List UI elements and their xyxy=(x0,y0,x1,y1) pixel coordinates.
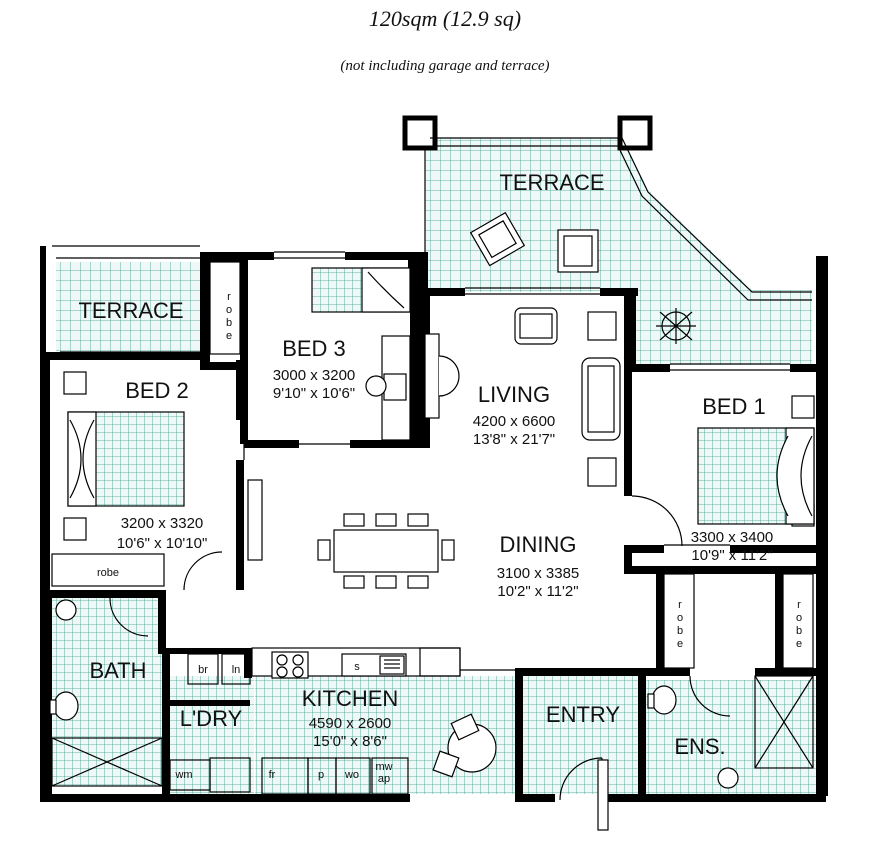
svg-text:b: b xyxy=(677,625,683,637)
entry-label: ENTRY xyxy=(546,702,620,727)
bed-1-imperial: 10'9" x 11'2" xyxy=(691,547,772,564)
robe-bed-1-left-label: r o b e xyxy=(677,599,683,650)
svg-text:o: o xyxy=(226,304,232,316)
bed-1-furniture xyxy=(697,395,815,527)
living-furniture xyxy=(424,307,621,487)
svg-text:e: e xyxy=(796,638,802,650)
living-imperial: 13'8" x 21'7" xyxy=(473,431,555,448)
dining-label: DINING xyxy=(500,532,577,557)
bed-1-label: BED 1 xyxy=(702,394,766,419)
bath-floor xyxy=(52,596,162,786)
svg-text:e: e xyxy=(677,638,683,650)
window-outlines xyxy=(51,137,814,831)
wall-oven-label: wo xyxy=(344,769,359,781)
terrace-main-label: TERRACE xyxy=(499,170,604,195)
svg-text:b: b xyxy=(226,317,232,329)
appliance-label: ap xyxy=(378,773,390,785)
fridge-label: fr xyxy=(269,769,276,781)
pantry-label: p xyxy=(318,769,324,781)
fixture-labels: robe r o b e r o b e r o b e br ln s wm … xyxy=(97,291,802,785)
svg-text:r: r xyxy=(678,599,682,611)
entry-floor xyxy=(520,676,638,794)
svg-text:o: o xyxy=(796,612,802,624)
bed-3-metric: 3000 x 3200 xyxy=(273,367,356,384)
bed-1-metric: 3300 x 3400 xyxy=(691,529,774,546)
laundry-label: L'DRY xyxy=(180,706,243,731)
sink-label: s xyxy=(354,661,360,673)
bed-3-label: BED 3 xyxy=(282,336,346,361)
terrace-side-floor xyxy=(56,262,202,352)
kitchen-metric: 4590 x 2600 xyxy=(309,715,392,732)
bed-2-metric: 3200 x 3320 xyxy=(121,515,204,532)
bed-2-imperial: 10'6" x 10'10" xyxy=(117,535,208,552)
svg-text:e: e xyxy=(226,330,232,342)
broom-label: br xyxy=(198,664,208,676)
bed-3-furniture xyxy=(311,267,411,441)
microwave-label: mw xyxy=(375,761,392,773)
bathroom-fixtures xyxy=(49,599,739,789)
svg-text:b: b xyxy=(796,625,802,637)
terrace-furniture xyxy=(469,211,696,344)
robe-bed-3-label: r o b e xyxy=(226,291,232,342)
living-metric: 4200 x 6600 xyxy=(473,413,556,430)
floor-area-title: 120sqm (12.9 sq) xyxy=(368,6,522,31)
ensuite-label: ENS. xyxy=(674,734,725,759)
kitchen-label: KITCHEN xyxy=(302,686,399,711)
living-label: LIVING xyxy=(478,382,550,407)
svg-text:r: r xyxy=(797,599,801,611)
dining-furniture xyxy=(317,513,455,589)
furniture xyxy=(49,211,815,789)
bed-2-furniture xyxy=(63,371,185,541)
svg-text:o: o xyxy=(677,612,683,624)
washing-machine-label: wm xyxy=(174,769,192,781)
dining-imperial: 10'2" x 11'2" xyxy=(497,583,578,600)
terrace-main-floor xyxy=(425,138,812,365)
bed-3-imperial: 9'10" x 10'6" xyxy=(273,385,355,402)
dining-metric: 3100 x 3385 xyxy=(497,565,580,582)
robe-bed-2-label: robe xyxy=(97,567,119,579)
kitchen-imperial: 15'0" x 8'6" xyxy=(313,733,387,750)
kitchen-appliances xyxy=(271,651,497,778)
laundry-floor xyxy=(168,676,254,794)
bed-2-label: BED 2 xyxy=(125,378,189,403)
room-labels: TERRACE TERRACE BED 3 3000 x 3200 9'10" … xyxy=(78,170,773,759)
floor-area-note: (not including garage and terrace) xyxy=(340,58,550,74)
tiled-floors xyxy=(52,138,816,796)
bath-label: BATH xyxy=(89,658,146,683)
svg-text:r: r xyxy=(227,291,231,303)
walls xyxy=(40,115,828,802)
linen-label: ln xyxy=(232,664,241,676)
terrace-side-label: TERRACE xyxy=(78,298,183,323)
robe-bed-1-right-label: r o b e xyxy=(796,599,802,650)
